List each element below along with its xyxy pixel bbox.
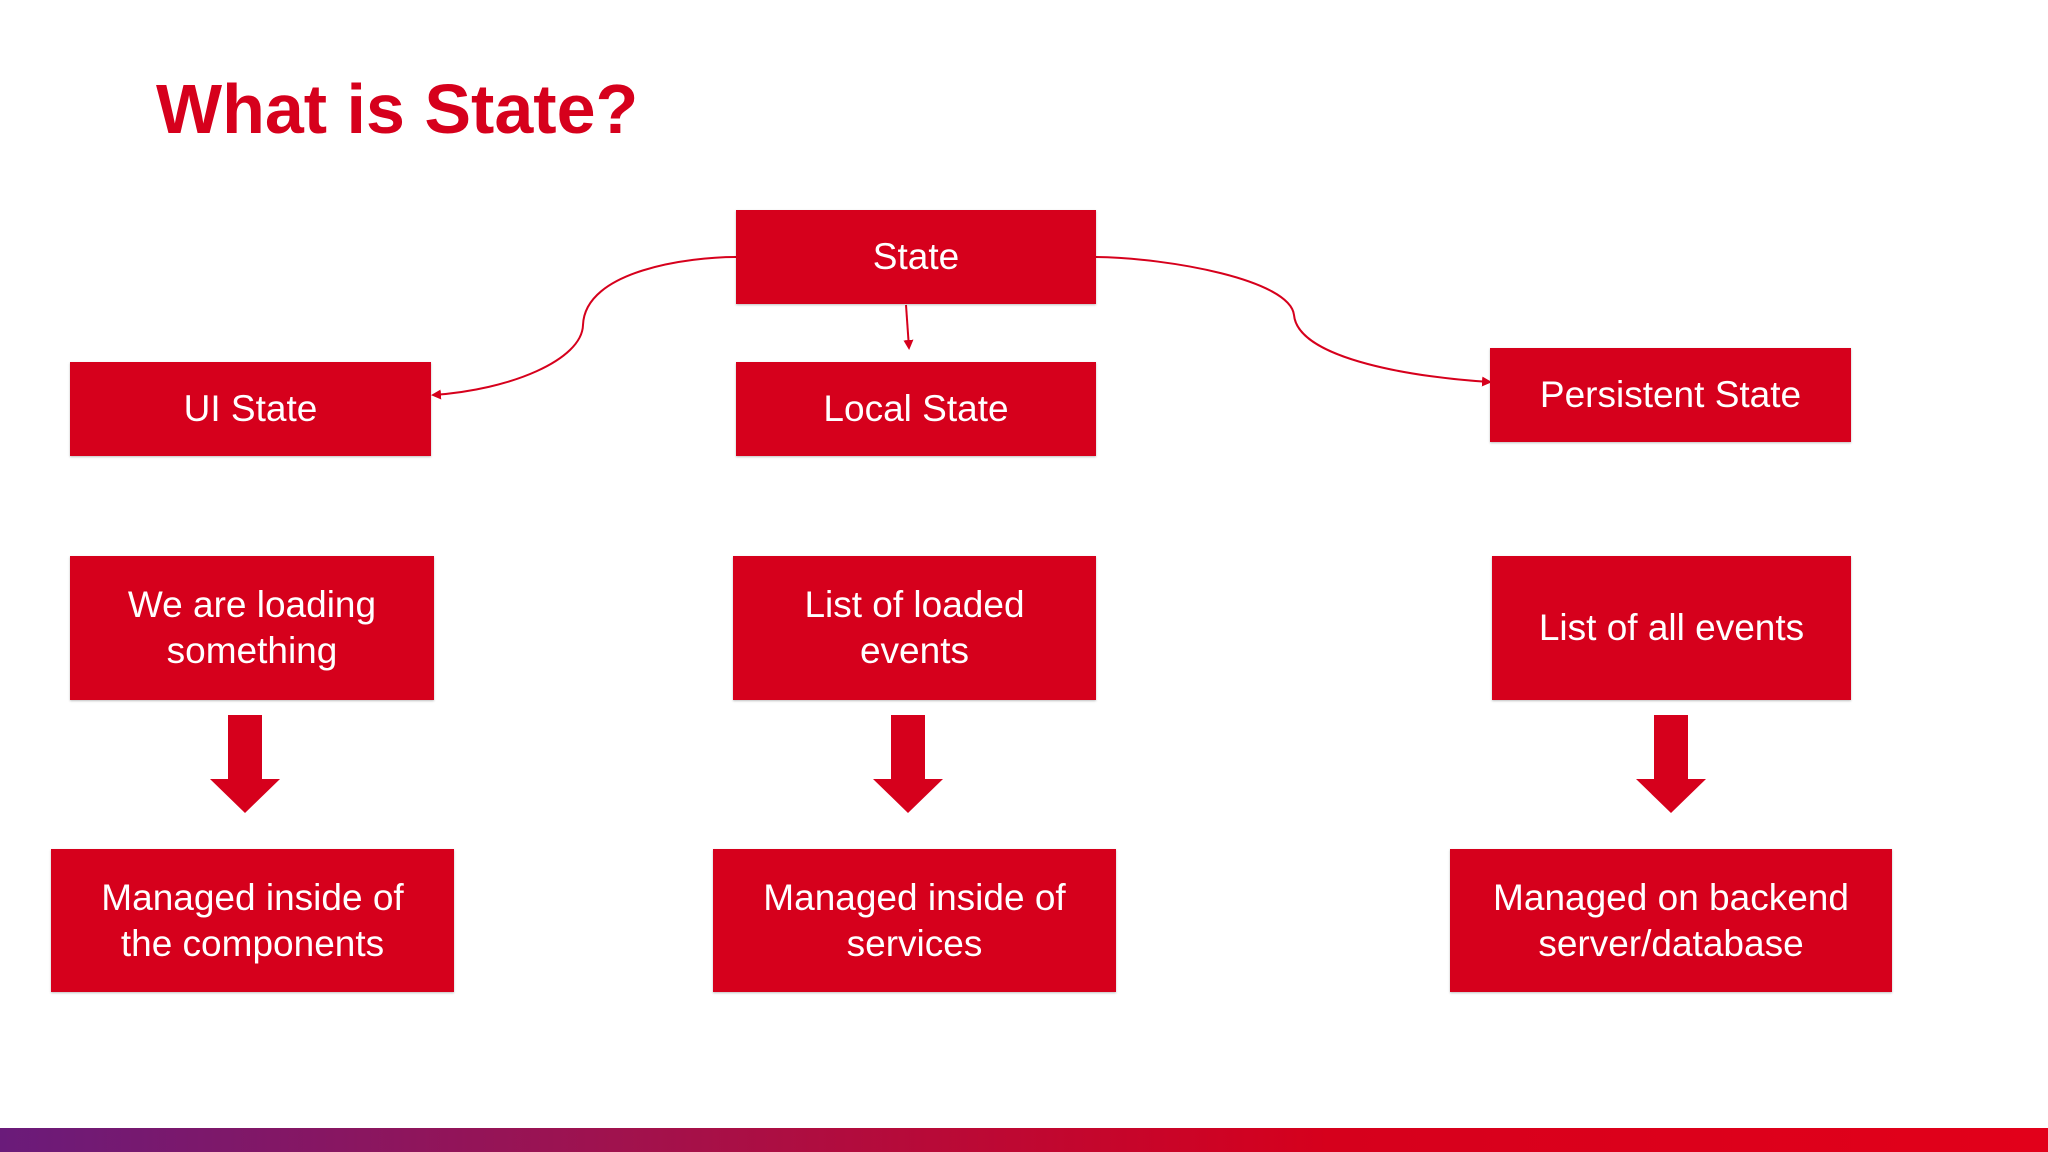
local-state-example-box: List of loaded events [733,556,1096,700]
block-arrow-ui [210,715,280,813]
ui-state-example-box: We are loading something [70,556,434,700]
connector-state-to-persistent-state [1095,256,1492,387]
local-state-managed-box: Managed inside of services [713,849,1116,992]
persistent-state-box: Persistent State [1490,348,1851,442]
block-arrow-local [873,715,943,813]
persistent-state-managed-box: Managed on backend server/database [1450,849,1892,992]
ui-state-managed-box: Managed inside of the components [51,849,454,992]
state-box: State [736,210,1096,304]
block-arrow-persistent [1636,715,1706,813]
connector-state-to-local-state [903,304,914,350]
ui-state-box: UI State [70,362,431,456]
connector-state-to-ui-state [431,256,737,400]
persistent-state-example-box: List of all events [1492,556,1851,700]
slide-title: What is State? [156,70,639,148]
footer-gradient-bar [0,1128,2048,1152]
local-state-box: Local State [736,362,1096,456]
